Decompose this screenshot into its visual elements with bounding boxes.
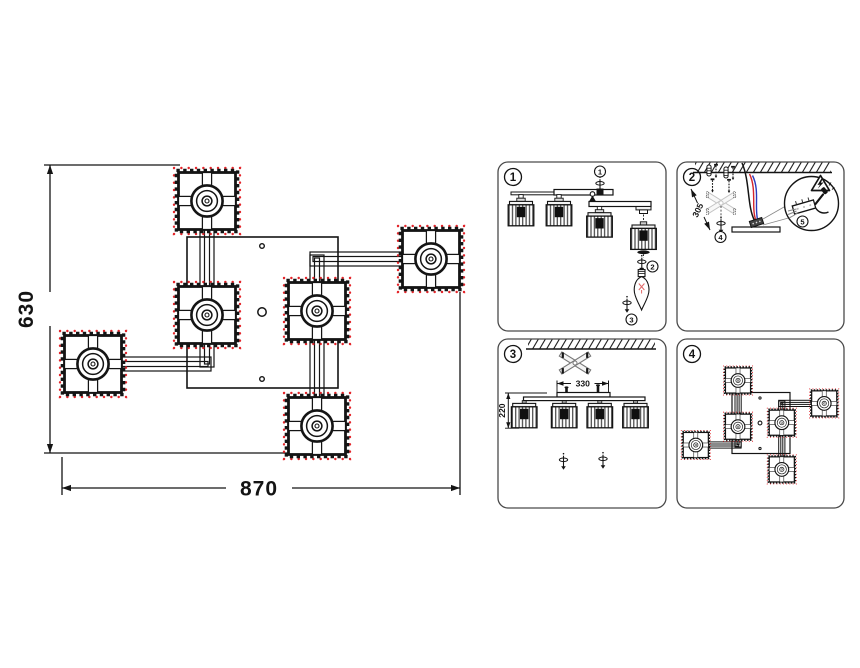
hanger-screw-head [596,384,600,387]
lamp-head-right [396,224,466,294]
arm-joint-ball [589,191,596,197]
shade-2 [545,194,573,227]
panel-2-wiring: 2 4 305 [676,161,845,332]
panel-number: 4 [689,349,696,361]
shade-holder-socket [639,209,648,215]
lamp-head-left [58,329,128,399]
cross-mounting-bracket [558,351,592,375]
lamp-head-top [172,166,242,236]
dimension-lines [44,164,461,495]
arm-bar [522,396,646,402]
step-badge [646,260,659,273]
detail-wire-black [815,208,829,214]
panel-number: 2 [689,172,695,184]
magnifier-leader [762,217,789,226]
ceiling-hatch [528,339,655,349]
height-dimension: 220 [497,392,547,429]
panel-number-badge [503,344,523,364]
wire-black [741,162,756,221]
retaining-washer [637,250,650,255]
mounting-bracket-ghost [705,191,737,215]
wire-red [748,173,757,221]
shade-4-detached [630,221,657,251]
shades-row [510,400,649,429]
terminal-block [748,216,765,229]
electrical-warning-icon [810,174,831,192]
wall-anchor-icon [706,164,712,177]
hanger-screw [565,387,568,393]
step-badge [625,313,638,326]
plate-width-label: 330 [576,378,591,388]
lamp-head-bottom [282,391,352,461]
shade-holder-ring [635,206,652,211]
panel-3-mounted-view: 3 330 [497,338,667,509]
panel-4-top-view: 4 [676,338,845,509]
lamp-head-mini [723,366,752,395]
arm-bar-main [553,188,614,196]
ceiling-hatch [695,162,831,173]
lamp-head-mini [810,389,839,418]
plate-width-dimension: 330 [556,378,609,392]
fixture-height-label: 220 [497,403,507,418]
step-number: 5 [800,217,805,226]
main-top-view-drawing: 630 870 [15,164,466,501]
magnifier-leader [762,204,788,220]
lamp-head-mini [681,430,710,459]
bar-screw-block [596,188,604,195]
mounting-bar [731,226,781,233]
panel-1-shade-assembly: 1 1 [497,161,667,332]
dimension-arrows [46,165,460,492]
step-badge [796,215,809,228]
step-number: 4 [718,233,723,242]
hanger-screw [596,385,600,393]
canopy-plate [556,391,611,398]
filament [638,283,645,294]
candle-bulb-icon [633,267,650,312]
lamp-head-mini [767,408,796,437]
width-dimension-label: 870 [240,478,278,501]
detail-wires-left [787,208,798,219]
lamp-head-mid-right [282,276,352,346]
panel-number-badge [503,167,523,187]
lamp-head-mid-left [172,280,242,350]
plate-hole [258,375,265,382]
arm-bar-right [588,200,652,208]
panel-number: 3 [510,349,516,361]
bracket-screw-ghosts [706,191,736,215]
wire-blue [751,175,759,222]
shade-1 [507,194,535,227]
step-number: 1 [598,167,603,176]
height-dimension-label: 630 [15,290,38,328]
screwdriver-icon [814,182,835,206]
step-number: 3 [629,315,633,324]
shade-3 [586,206,613,238]
hanger-screw-head [564,386,569,389]
magnifier-detail: 5 [783,174,840,232]
lamp-head-mini [723,412,752,441]
wall-anchor-icon [723,166,729,179]
terminal-block-detail [791,197,817,215]
panel-number: 1 [510,172,517,184]
step-number: 2 [650,262,654,271]
lamp-head-mini [767,455,796,484]
plate-hole [258,242,265,249]
step-badge [714,230,727,244]
panel-number-badge [682,344,702,364]
plate-hole [758,446,762,451]
plate-hole [758,396,762,400]
plate-hole [757,420,763,426]
plate-hole [257,307,267,317]
arm-joint [589,195,596,202]
